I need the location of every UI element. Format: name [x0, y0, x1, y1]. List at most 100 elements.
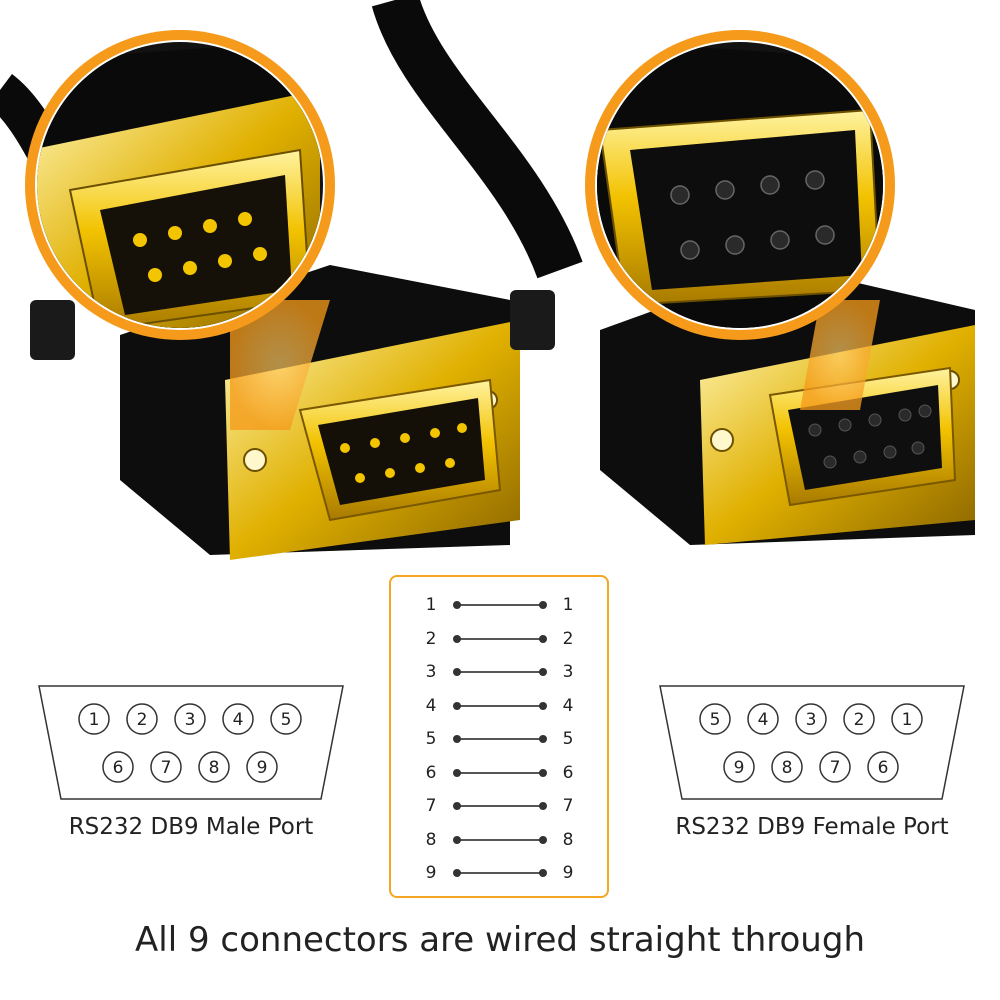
- wire-pin-left: 9: [425, 863, 437, 883]
- wire-pin-right: 3: [562, 662, 574, 682]
- male-pin-number: 9: [257, 758, 268, 778]
- wire-pin-left: 2: [425, 628, 437, 649]
- wire-dot-left: [453, 601, 461, 609]
- female-pin-number: 7: [830, 758, 841, 778]
- wire-dot-right: [539, 601, 547, 609]
- wire-pin-left: 5: [425, 729, 437, 749]
- female-pin-circle: [771, 751, 803, 783]
- female-pin-number: 3: [806, 710, 817, 730]
- wire-pin-right: 7: [562, 796, 574, 816]
- wire-line: [457, 771, 543, 774]
- zoom-callout-male: [25, 30, 335, 430]
- wire-pin-left: 4: [425, 695, 437, 716]
- caption: All 9 connectors are wired straight thro…: [135, 920, 865, 960]
- wire-dot-right: [539, 701, 547, 710]
- male-pin-number: 6: [113, 758, 124, 778]
- wire-pin-left: 1: [425, 595, 437, 615]
- wire-dot-right: [539, 735, 547, 743]
- female-pin-circle: [891, 703, 923, 735]
- male-connector: [30, 265, 520, 560]
- wire-pin-right: 2: [562, 628, 574, 649]
- wire-line: [457, 604, 543, 606]
- wire-dot-left: [453, 634, 461, 643]
- wire-pin-left: 3: [425, 662, 437, 682]
- wire-line: [457, 671, 543, 673]
- cable-right: [371, 0, 583, 279]
- wire-pin-right: 4: [562, 695, 574, 716]
- wire-dot-right: [539, 835, 547, 844]
- wire-line: [457, 738, 543, 740]
- male-pin-circle: [198, 751, 230, 783]
- wire-line: [457, 872, 543, 874]
- male-pin-number: 8: [209, 758, 220, 778]
- male-pin-number: 3: [185, 710, 196, 730]
- male-pin-circle: [78, 703, 110, 735]
- female-pin-number: 4: [758, 710, 769, 730]
- female-pin-number: 6: [878, 758, 889, 778]
- female-pin-number: 9: [734, 758, 745, 778]
- wire-line: [457, 805, 543, 807]
- male-pin-circle: [126, 703, 158, 735]
- wire-line: [457, 637, 543, 640]
- wire-line: [457, 838, 543, 841]
- wire-dot-left: [453, 701, 461, 710]
- wire-dot-left: [453, 668, 461, 676]
- female-pin-circle: [795, 703, 827, 735]
- wire-dot-right: [539, 768, 547, 777]
- wire-dot-right: [539, 668, 547, 676]
- wire-pin-left: 8: [425, 829, 437, 850]
- male-pin-circle: [270, 703, 302, 735]
- wire-pin-left: 6: [425, 762, 437, 783]
- male-pin-number: 7: [161, 758, 172, 778]
- male-pin-number: 1: [89, 710, 100, 730]
- female-pin-circle: [723, 751, 755, 783]
- male-pin-circle: [150, 751, 182, 783]
- male-pin-circle: [222, 703, 254, 735]
- wire-dot-left: [453, 735, 461, 743]
- wire-pin-right: 6: [562, 762, 574, 783]
- female-pin-number: 1: [902, 710, 913, 730]
- wire-pin-left: 7: [425, 796, 437, 816]
- zoom-callout-female: [585, 30, 895, 410]
- wire-dot-left: [453, 869, 461, 877]
- wire-pin-right: 1: [562, 595, 574, 615]
- female-pin-number: 2: [854, 710, 865, 730]
- wire-dot-right: [539, 634, 547, 643]
- male-pin-circle: [102, 751, 134, 783]
- product-photo: [0, 0, 975, 560]
- male-pin-number: 5: [281, 710, 292, 730]
- wire-dot-left: [453, 768, 461, 777]
- wire-dot-left: [453, 835, 461, 844]
- wire-dot-left: [453, 802, 461, 810]
- wire-line: [457, 704, 543, 707]
- female-port-diagram: 5 4 3 2 1 9 8 7 6: [659, 685, 965, 800]
- female-pin-circle: [819, 751, 851, 783]
- male-pin-number: 4: [233, 710, 244, 730]
- female-pin-number: 8: [782, 758, 793, 778]
- wire-pin-right: 8: [562, 829, 574, 850]
- female-pin-circle: [699, 703, 731, 735]
- wire-pin-right: 9: [562, 863, 574, 883]
- female-port-label: RS232 DB9 Female Port: [675, 814, 949, 840]
- male-pin-circle: [246, 751, 278, 783]
- female-pin-number: 5: [710, 710, 721, 730]
- female-pin-circle: [747, 703, 779, 735]
- female-pin-circle: [843, 703, 875, 735]
- male-port-label: RS232 DB9 Male Port: [68, 814, 314, 840]
- female-pin-circle: [867, 751, 899, 783]
- male-port-diagram: 1 2 3 4 5 6 7 8 9: [38, 685, 344, 800]
- wire-dot-right: [539, 869, 547, 877]
- male-pin-circle: [174, 703, 206, 735]
- wire-dot-right: [539, 802, 547, 810]
- male-pin-number: 2: [137, 710, 148, 730]
